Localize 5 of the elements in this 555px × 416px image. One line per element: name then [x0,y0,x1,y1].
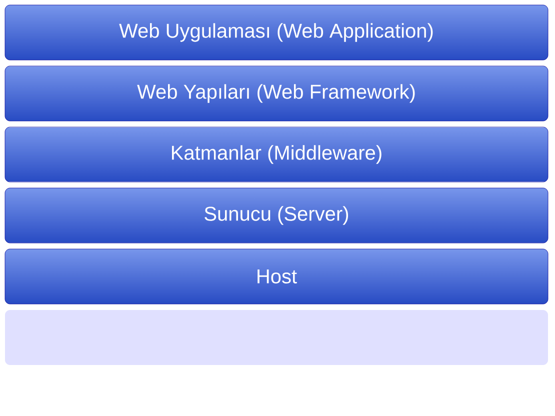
layer-bar: Web Yapıları (Web Framework) [4,66,548,122]
layer-bar: Web Uygulaması (Web Application) [4,4,548,60]
layer-bar: Katmanlar (Middleware) [4,126,548,182]
layer-bar: Sunucu (Server) [4,188,548,244]
layer-bar: Host [4,248,548,304]
